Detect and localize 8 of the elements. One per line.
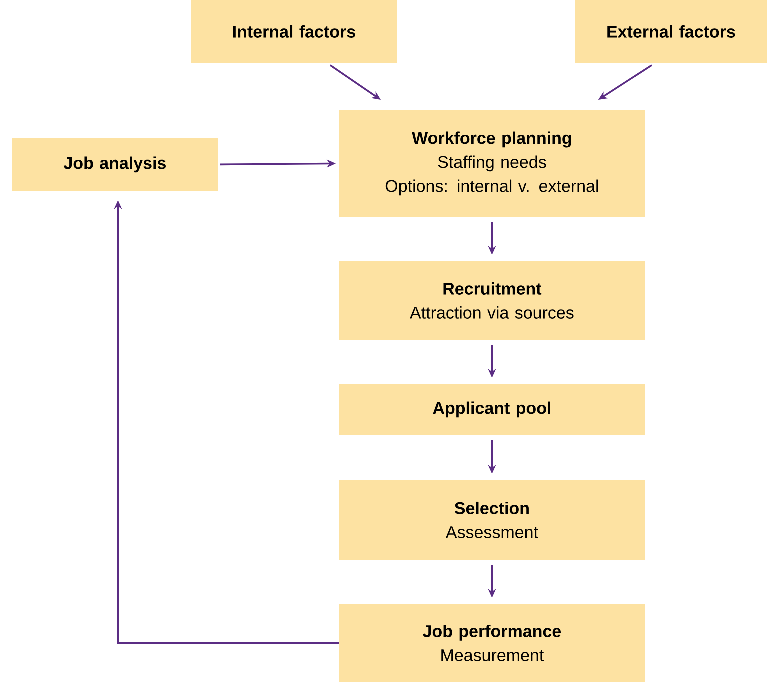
factor-box: External factors	[575, 0, 767, 64]
process-box: Applicant pool	[339, 384, 646, 436]
factor-box: Internal factors	[191, 0, 398, 64]
process-box: Job performance Measurement	[339, 604, 646, 682]
process-box: Workforce planning Staffing needs Options: internal v. external	[339, 110, 646, 218]
process-box: Selection Assessment	[339, 480, 646, 560]
process-box: Job analysis	[12, 138, 218, 192]
process-box: Recruitment Attraction via sources	[339, 261, 646, 340]
